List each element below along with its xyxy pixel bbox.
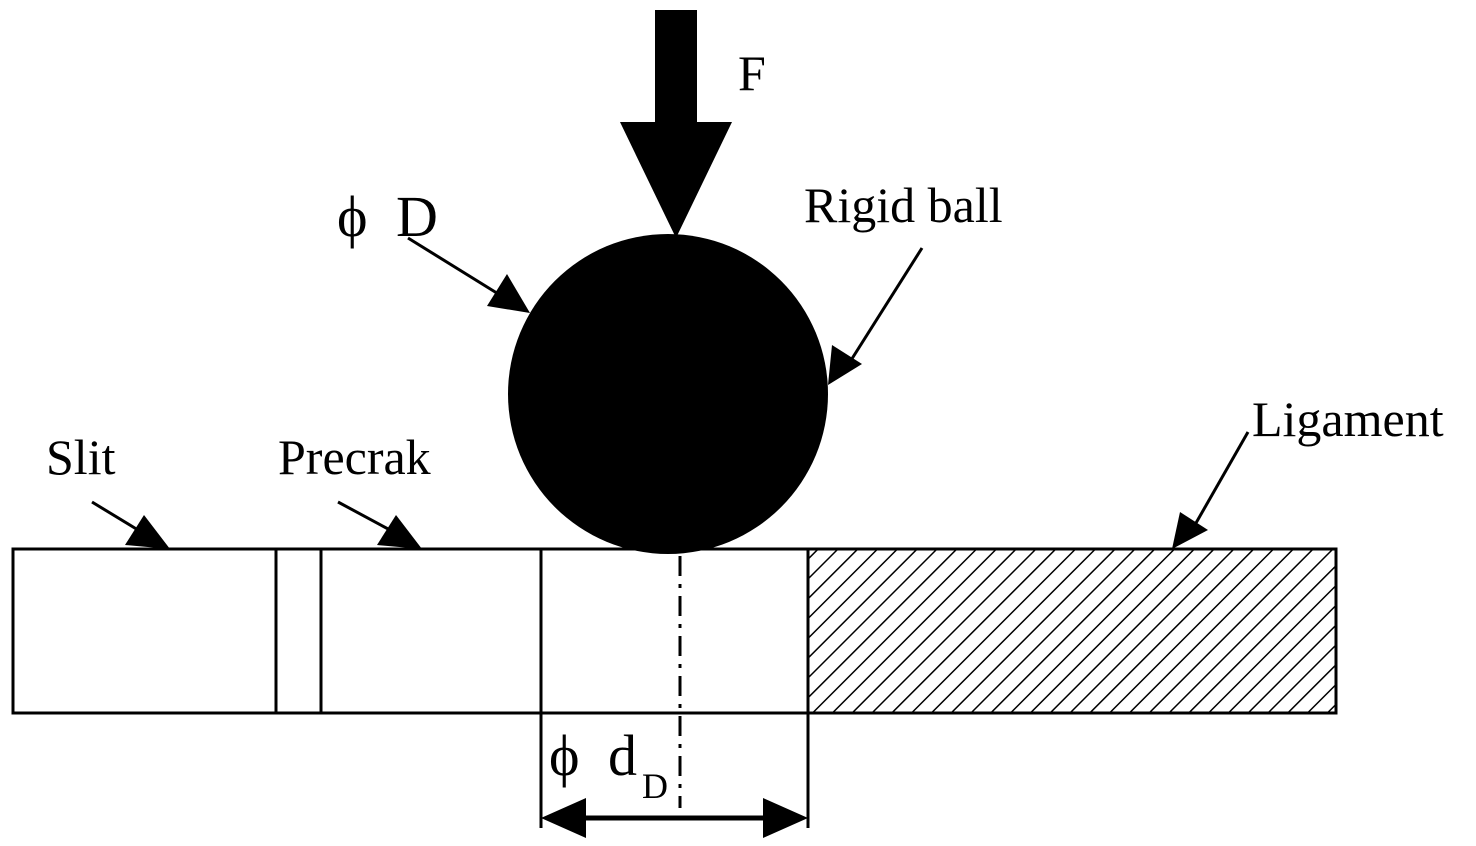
force-arrow-head <box>620 122 732 238</box>
ball-diameter-letter: D <box>396 184 438 249</box>
dimension-letter: d <box>608 723 637 788</box>
precrack-leader-arrow <box>337 500 391 532</box>
dimension-arrowhead-left <box>541 798 586 838</box>
precrack-label: Precrak <box>278 429 431 485</box>
plate-outline <box>11 547 1338 715</box>
force-label: F <box>738 45 766 101</box>
dimension-arrowhead-right <box>763 798 808 838</box>
diameter-leader-arrow <box>407 236 501 297</box>
ball-diameter-symbol: ϕ <box>337 184 368 249</box>
precrack-leader-arrowhead <box>377 515 422 549</box>
rigid-ball <box>508 234 828 554</box>
specimen-plate <box>11 547 1338 828</box>
force-arrow <box>620 10 732 238</box>
force-arrow-shaft <box>655 10 697 122</box>
ball-diameter-label: ϕ D <box>337 184 438 249</box>
ligament-leader-arrowhead <box>1172 512 1208 549</box>
rigid-ball-leader-arrowhead <box>828 345 862 385</box>
ligament-leader-arrow <box>1190 431 1250 531</box>
rigid-ball-label: Rigid ball <box>804 177 1003 233</box>
rigid-ball-leader-arrow <box>846 247 924 366</box>
diameter-leader-arrowhead <box>487 274 530 313</box>
dimension-subscript: D <box>642 766 668 806</box>
slit-label: Slit <box>46 429 116 485</box>
ligament-hatched-region <box>808 549 1336 713</box>
ligament-label: Ligament <box>1252 391 1444 447</box>
dimension-symbol: ϕ <box>549 723 580 788</box>
slit-leader-arrowhead <box>125 515 170 549</box>
slit-leader-arrow <box>91 500 139 532</box>
dimension-label: ϕ d <box>549 723 637 788</box>
